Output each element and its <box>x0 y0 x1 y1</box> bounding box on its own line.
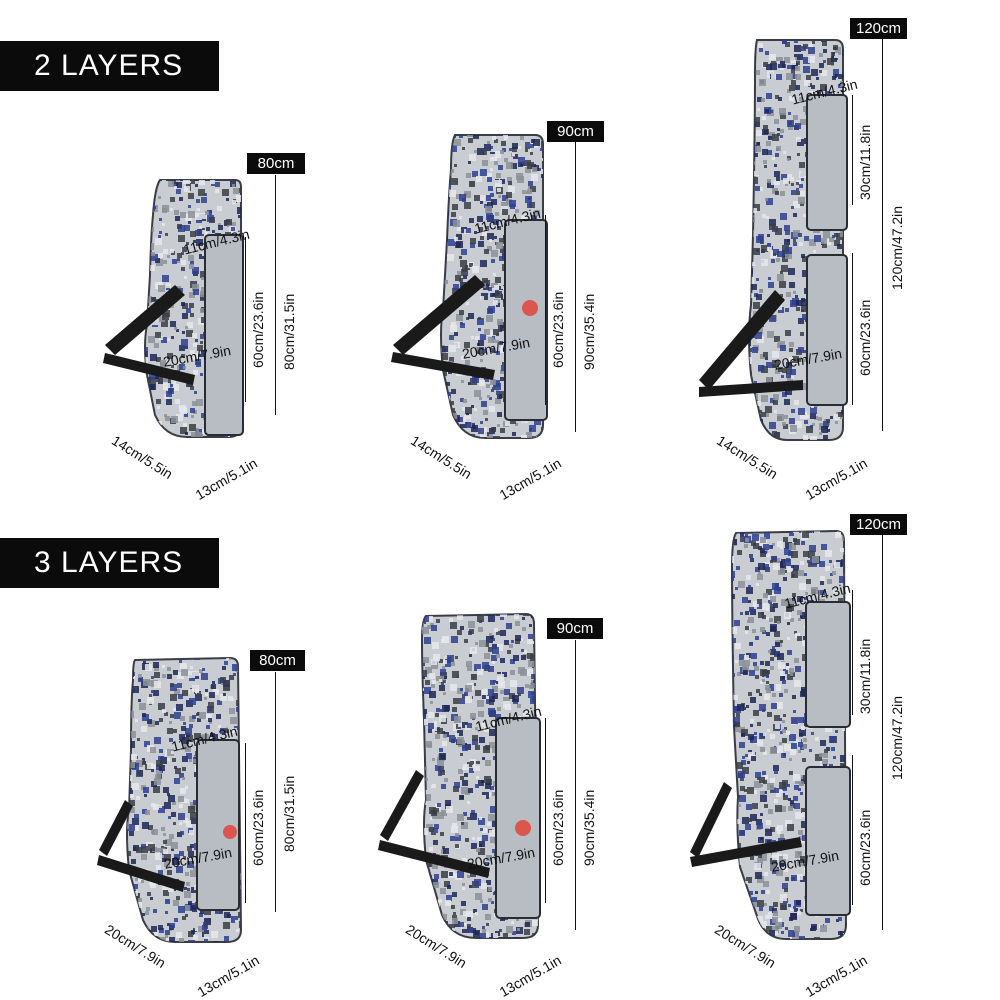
width-dimension: 13cm/5.1in <box>802 951 870 1000</box>
camo-bag-graphic <box>699 39 848 441</box>
height-line <box>882 535 883 930</box>
height-line <box>275 672 276 912</box>
height-line <box>882 38 883 431</box>
size-tag: 80cm <box>247 153 305 174</box>
height-line <box>275 175 276 415</box>
pocket-dimension: 60cm/23.6in <box>550 291 566 368</box>
bag-image-2-layers-120cm <box>695 35 860 455</box>
pocket-line <box>852 253 853 405</box>
camo-bag-graphic <box>391 134 548 439</box>
pocket-line <box>545 718 546 903</box>
pocket-dimension: 60cm/23.6in <box>857 299 873 376</box>
upper-pocket-line <box>852 590 853 715</box>
camo-bag-graphic <box>103 179 244 438</box>
pocket-dimension: 60cm/23.6in <box>250 789 266 866</box>
pocket-dimension: 60cm/23.6in <box>857 809 873 886</box>
width-dimension: 13cm/5.1in <box>194 951 262 1000</box>
height-dimension: 80cm/31.5in <box>281 775 297 852</box>
pocket-line <box>852 755 853 905</box>
section-banner-3-layers: 3 LAYERS <box>0 538 219 588</box>
pocket-line <box>545 215 546 405</box>
width-dimension: 13cm/5.1in <box>192 454 260 503</box>
section-banner-2-layers: 2 LAYERS <box>0 41 219 91</box>
width-dimension: 13cm/5.1in <box>496 454 564 503</box>
height-dimension: 120cm/47.2in <box>889 695 905 780</box>
size-tag: 80cm <box>250 650 305 671</box>
height-line <box>575 142 576 432</box>
height-line <box>575 640 576 930</box>
pocket-line <box>245 743 246 903</box>
size-tag: 120cm <box>850 514 907 535</box>
pocket-dimension: 60cm/23.6in <box>550 789 566 866</box>
pocket-dimension: 60cm/23.6in <box>250 291 266 368</box>
camo-bag-graphic <box>97 656 243 943</box>
height-dimension: 90cm/35.4in <box>581 293 597 370</box>
camo-bag-graphic <box>378 612 541 939</box>
camo-bag-graphic <box>690 529 851 940</box>
height-dimension: 80cm/31.5in <box>281 293 297 370</box>
bag-image-2-layers-80cm <box>95 175 245 455</box>
pocket-line <box>245 237 246 402</box>
upper-pocket-line <box>852 95 853 205</box>
bag-image-3-layers-120cm <box>688 527 858 952</box>
size-tag: 120cm <box>850 18 907 39</box>
upper-pocket-dimension: 30cm/11.8in <box>857 124 873 200</box>
height-dimension: 90cm/35.4in <box>581 789 597 866</box>
upper-pocket-dimension: 30cm/11.8in <box>857 638 873 714</box>
size-tag: 90cm <box>547 618 603 639</box>
bag-image-3-layers-80cm <box>95 650 250 950</box>
width-dimension: 13cm/5.1in <box>496 951 564 1000</box>
bag-image-2-layers-90cm <box>385 130 555 450</box>
width-dimension: 13cm/5.1in <box>802 454 870 503</box>
size-tag: 90cm <box>547 121 604 142</box>
bag-image-3-layers-90cm <box>378 610 553 945</box>
height-dimension: 120cm/47.2in <box>889 205 905 290</box>
